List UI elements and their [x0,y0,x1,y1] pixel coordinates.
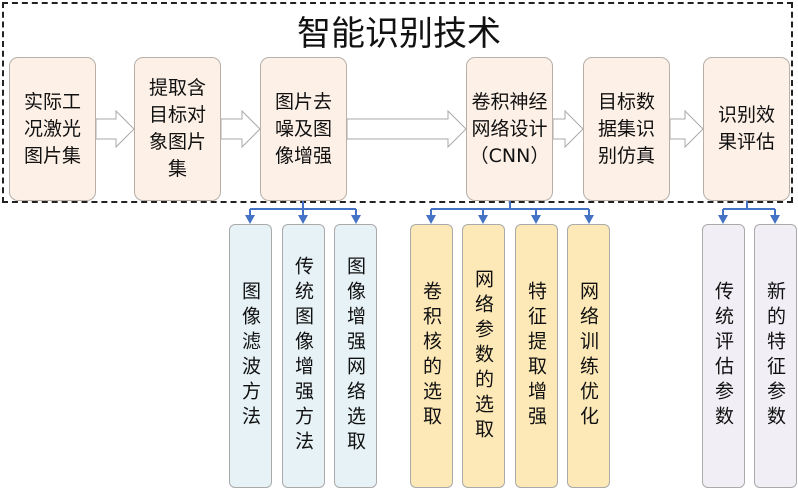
step-recognition-sim: 目标数据集识别仿真 [583,57,670,201]
step-laser-images: 实际工况激光图片集 [9,57,96,201]
sub-new-features: 新的特征参数 [754,224,797,488]
step-denoise-enhance: 图片去噪及图像增强 [260,57,347,201]
sub-kernel-selection: 卷积核的选取 [410,224,453,488]
sub-traditional-enhance: 传统图像增强方法 [282,224,325,488]
sub-param-selection: 网络参数的选取 [462,224,505,488]
arrow-5-6 [669,109,704,149]
bracket-denoise [249,201,357,216]
sub-traditional-params: 传统评估参数 [702,224,745,488]
arrow-1-2 [95,109,135,149]
sub-training-opt: 网络训练优化 [567,224,610,488]
step-cnn-design: 卷积神经网络设计（CNN） [466,57,553,201]
bracket-eval [722,201,776,216]
arrow-3-4 [346,109,467,149]
diagram-title: 智能识别技术 [297,14,501,54]
step-extract-target: 提取含目标对象图片集 [134,57,221,201]
bracket-cnn [430,201,590,216]
arrow-4-5 [552,109,584,149]
sub-image-filter: 图像滤波方法 [229,224,272,488]
step-evaluation: 识别效果评估 [703,57,790,201]
sub-enhance-network: 图像增强网络选取 [334,224,377,488]
sub-feature-enhance: 特征提取增强 [515,224,558,488]
technique-boundary [2,2,793,203]
arrow-2-3 [220,109,261,149]
